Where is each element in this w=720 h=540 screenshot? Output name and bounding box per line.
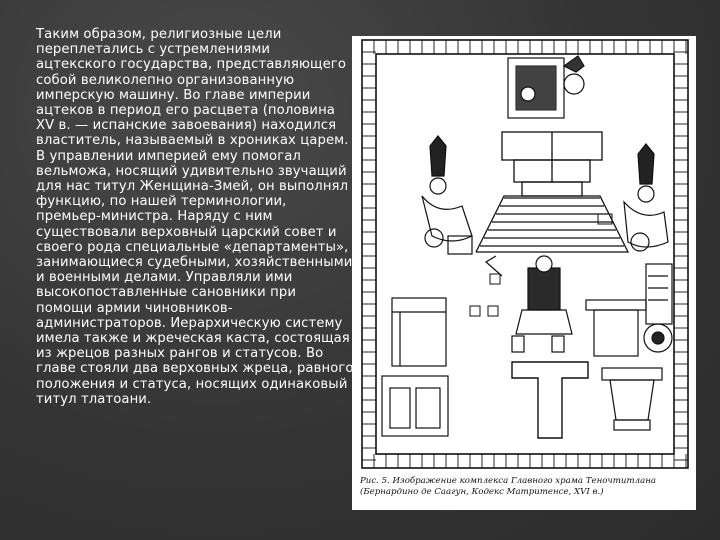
left-buildings — [381, 297, 449, 437]
right-platform — [585, 263, 673, 357]
central-figure — [484, 255, 573, 353]
outer-wall — [361, 39, 689, 469]
inner-wall — [375, 53, 675, 455]
ball-court — [511, 361, 589, 439]
slide-paragraph: Таким образом, религиозные цели переплет… — [36, 27, 354, 407]
glyphs — [469, 213, 613, 317]
twin-temple — [475, 131, 630, 253]
right-pedestal — [601, 367, 663, 431]
caption-line-2: (Бернардино де Саагун, Кодекс Матритенсе… — [360, 487, 604, 497]
left-warrior — [421, 135, 473, 255]
wall-bricks — [362, 40, 688, 468]
figure-caption: Рис. 5. Изображение комплекса Главного х… — [360, 476, 686, 498]
upper-shrine — [507, 55, 585, 119]
codex-figure: Рис. 5. Изображение комплекса Главного х… — [352, 36, 696, 510]
caption-line-1: Рис. 5. Изображение комплекса Главного х… — [360, 476, 656, 486]
right-warrior — [623, 143, 669, 252]
temple-complex-drawing — [361, 39, 689, 469]
